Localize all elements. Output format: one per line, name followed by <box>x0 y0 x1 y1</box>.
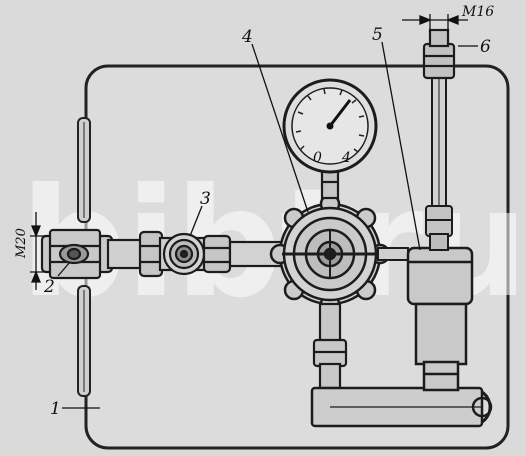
reducer-body <box>269 193 391 315</box>
adjusting-bar <box>377 247 409 261</box>
valve <box>158 232 232 276</box>
callout-3: 3 <box>200 189 211 209</box>
union-nut <box>138 230 164 278</box>
gauge-scale-min: 0 <box>313 150 322 166</box>
top-fitting <box>422 28 456 80</box>
callout-2: 2 <box>43 277 55 297</box>
support-bar <box>77 117 91 397</box>
bottom-pipe <box>310 386 493 428</box>
m16-dimension <box>402 14 468 32</box>
leader-lines <box>57 41 478 409</box>
thread-label-m20: M20 <box>14 228 29 259</box>
callout-4: 4 <box>241 27 253 47</box>
thread-label-m16: M16 <box>461 4 494 20</box>
gauge-needle <box>328 99 352 127</box>
pressure-gauge: 0 4 <box>282 78 378 174</box>
gauge-scale-max: 4 <box>341 150 351 166</box>
m20-dimension <box>30 212 50 290</box>
inlet-nut <box>40 228 114 280</box>
callout-6: 6 <box>480 37 491 57</box>
callout-5: 5 <box>372 25 383 45</box>
outlet-fitting <box>312 302 348 390</box>
gauge-ticks <box>295 88 365 153</box>
callout-1: 1 <box>50 399 61 419</box>
